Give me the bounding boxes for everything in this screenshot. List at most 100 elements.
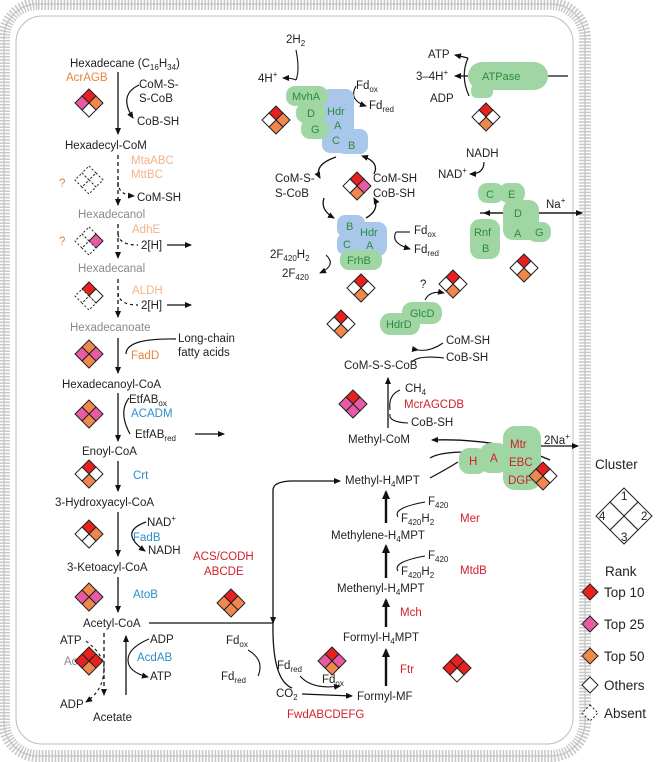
hdrb-label-1: B — [348, 140, 355, 152]
svg-text:Methyl-H4MPT: Methyl-H4MPT — [345, 475, 420, 489]
hexadecanol: Hexadecanol — [78, 209, 145, 221]
etfab-red: EtfAB — [135, 429, 165, 441]
rnf-b: B — [482, 243, 489, 255]
coms-s-cob: CoM-S-S-CoB — [344, 360, 418, 372]
hdrc-label-2: C — [343, 239, 351, 251]
legend-cluster-title: Cluster — [595, 457, 638, 472]
rank-marker-atob — [74, 582, 104, 612]
cobsh-glcd: CoB-SH — [446, 352, 488, 364]
rank-marker-fwd — [317, 646, 347, 676]
fd-red-1: Fd — [369, 100, 382, 112]
h4mpt-pathway: Methyl-H4MPT F420 F420H2 Mer Methylene-H… — [221, 461, 487, 721]
legend-cluster-shape-cell-4 — [595, 501, 625, 531]
rank-marker-atpase-cell-4 — [471, 109, 487, 125]
gene-crt: Crt — [133, 470, 149, 482]
hexadecanoyl-coa: Hexadecanoyl-CoA — [62, 379, 161, 391]
formyl-h4mpt-sub: 4 — [390, 637, 395, 646]
svg-text:Methylene-H4MPT: Methylene-H4MPT — [331, 530, 425, 544]
legend-top10: Top 10 — [604, 585, 645, 600]
legend-cluster-diamond — [595, 487, 653, 545]
cobsh-label: CoB-SH — [137, 116, 179, 128]
mvhd-label: D — [307, 108, 315, 120]
h-atpase: 3–4H — [416, 71, 444, 83]
rank-marker-glcd-cell-4 — [438, 276, 454, 292]
gene-mch: Mch — [400, 607, 422, 619]
gene-adhe: AdhE — [132, 224, 160, 236]
hdrc-label-1: C — [332, 135, 340, 147]
two-h-1: 2[H] — [141, 240, 162, 252]
cobsh-cycle: CoB-SH — [373, 188, 415, 200]
rank-marker-frh-cell-4 — [346, 280, 362, 296]
hdra-label-2: A — [366, 240, 374, 252]
fd-ox-1: Fd — [356, 80, 369, 92]
formyl-h4mpt-end: MPT — [395, 632, 419, 644]
svg-text:Fdred: Fdred — [369, 100, 394, 114]
cell-membrane — [0, 0, 591, 762]
rank-marker-ftr-cell-4 — [442, 660, 458, 676]
svg-text:Fdox: Fdox — [356, 80, 378, 94]
cobsh-mcr: CoB-SH — [411, 417, 453, 429]
rnf-e: E — [508, 189, 515, 201]
legend-cluster-2: 2 — [641, 511, 647, 523]
svg-text:NAD+: NAD+ — [147, 514, 176, 529]
legend-cluster-4: 4 — [599, 511, 606, 523]
nad-rnf-sup: + — [462, 166, 467, 175]
two-f420h2-sub2: 2 — [305, 254, 310, 263]
f420h2-2-sub: 420 — [408, 571, 422, 580]
rank-marker-mta — [74, 165, 104, 195]
hexadecane-sub2: 34 — [167, 63, 176, 72]
rank-marker-fwd-cell-4 — [317, 653, 333, 669]
atp-left: ATP — [60, 635, 82, 647]
svg-text:Fdred: Fdred — [414, 244, 439, 258]
acetyl-coa: Acetyl-CoA — [83, 618, 141, 630]
svg-text:F420H2: F420H2 — [401, 566, 435, 580]
rnf-d: D — [514, 208, 522, 220]
rank-marker-mta-cell-4 — [74, 172, 90, 188]
rank-marker-ftr — [442, 653, 472, 683]
etfab-ox: EtfAB — [129, 394, 159, 406]
four-h: 4H — [258, 73, 273, 85]
hexadecane-close: ) — [176, 58, 180, 70]
rank-marker-glcd — [438, 269, 468, 299]
two-h-2: 2[H] — [141, 300, 162, 312]
rank-marker-frh — [346, 273, 376, 303]
svg-text:2H2: 2H2 — [286, 34, 306, 48]
rank-marker-hdrd — [326, 309, 356, 339]
f420-2: F — [428, 550, 435, 562]
hexadecane-label: Hexadecane (C — [70, 58, 150, 70]
gene-mtaabc: MtaABC — [131, 155, 174, 167]
mvh-hdr-complex: MvhA D G Hdr A C B — [286, 86, 368, 154]
rank-marker-fadb-cell-4 — [74, 526, 90, 542]
glcd-question: ? — [420, 279, 426, 291]
gene-fwd: FwdABCDEFG — [287, 709, 364, 721]
rnf-g: G — [535, 227, 544, 239]
svg-text:CH4: CH4 — [405, 383, 427, 397]
f420h2-1-h: H — [421, 513, 429, 525]
legend: Cluster 1 2 3 4 Rank Top 10 Top 25 Top 5… — [581, 457, 653, 722]
svg-text:F420: F420 — [428, 496, 449, 510]
gene-mtr: Mtr — [510, 439, 527, 451]
methylene-h4mpt: Methylene-H — [331, 530, 396, 542]
methylene-h4mpt-end: MPT — [401, 530, 425, 542]
left-pathway: Hexadecane (C16H34) AcrAGB CoM-S- S-CoB … — [55, 58, 273, 724]
acetate: Acetate — [93, 712, 132, 724]
fd-red-acs-sub: red — [234, 676, 246, 685]
fd-ox-2: Fd — [414, 225, 427, 237]
methyl-h4mpt-sub: 4 — [391, 480, 396, 489]
two-f420: 2F — [282, 268, 295, 280]
rank-marker-acadm — [74, 399, 104, 429]
gene-acadm: ACADM — [131, 408, 173, 420]
two-h2: 2H — [286, 34, 301, 46]
ch4-sub: 4 — [422, 388, 427, 397]
fd-red-fwd-sub: red — [290, 665, 302, 674]
rank-marker-crt — [74, 459, 104, 489]
methenyl-h4mpt-sub: 4 — [396, 588, 401, 597]
long-chain-label-2: fatty acids — [178, 347, 230, 359]
hdra-label-1: A — [334, 120, 342, 132]
coms-label: CoM-S- — [139, 79, 179, 91]
gene-mtr-dgf: DGF — [508, 475, 532, 487]
four-h-sup: + — [273, 70, 278, 79]
rank-marker-acdab-cell-4 — [74, 653, 90, 669]
gene-mtr-ebc: EBC — [509, 457, 533, 469]
